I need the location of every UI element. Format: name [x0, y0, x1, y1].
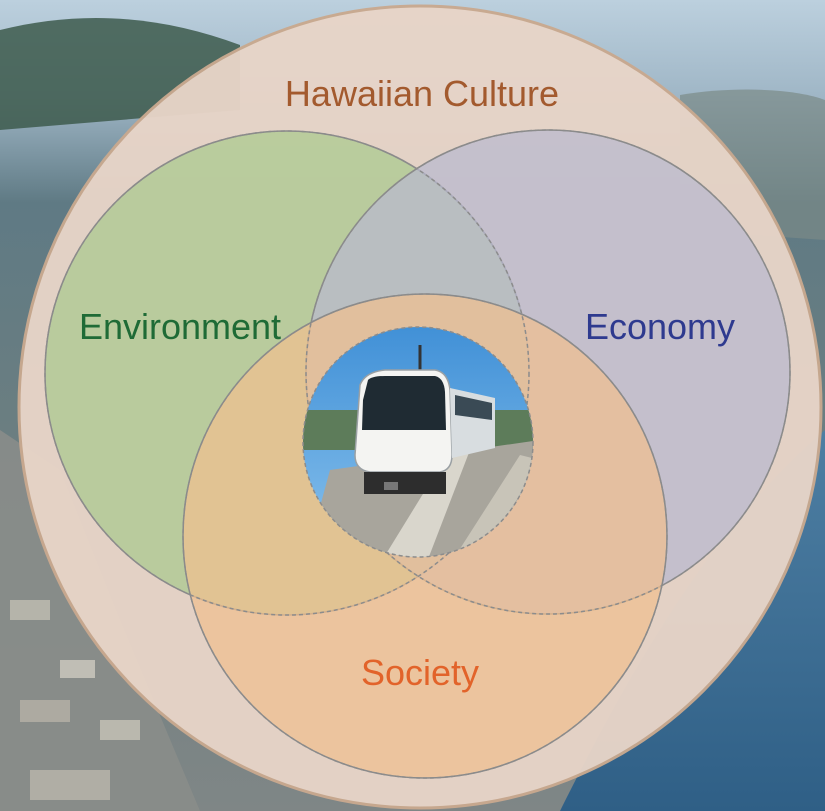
overlap-dashed-outlines: [44, 129, 791, 779]
economy-label: Economy: [585, 306, 735, 347]
outer-label-hawaiian-culture: Hawaiian Culture: [285, 73, 559, 114]
environment-label: Environment: [79, 306, 281, 347]
society-label: Society: [361, 652, 479, 693]
